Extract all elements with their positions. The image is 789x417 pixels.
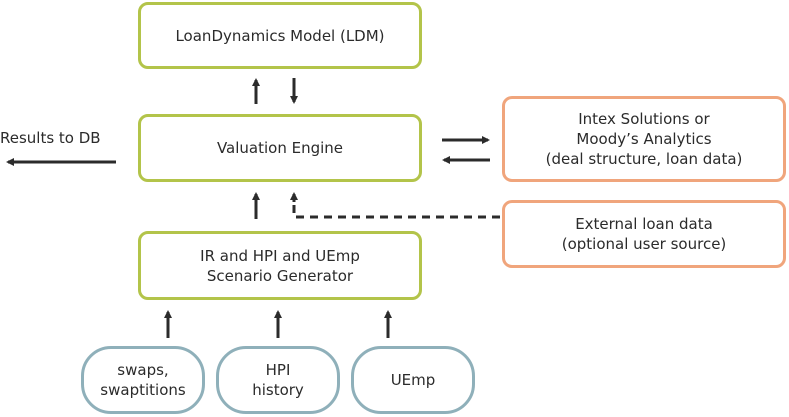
swaps-label: swaps, swaptitions: [100, 361, 186, 399]
hpi-history-node: HPI history: [216, 346, 340, 414]
results-to-db-label: Results to DB: [0, 129, 101, 147]
uemp-label: UEmp: [390, 371, 436, 389]
ldm-node: LoanDynamics Model (LDM): [138, 2, 422, 69]
external-loan-data-label: External loan data (optional user source…: [561, 215, 727, 253]
dashed-external-to-engine: [292, 200, 500, 219]
hpi-history-label: HPI history: [252, 361, 304, 399]
valuation-engine-node: Valuation Engine: [138, 114, 422, 182]
uemp-node: UEmp: [351, 346, 475, 414]
external-loan-data-node: External loan data (optional user source…: [502, 200, 786, 268]
scenario-generator-node: IR and HPI and UEmp Scenario Generator: [138, 231, 422, 300]
swaps-node: swaps, swaptitions: [81, 346, 205, 414]
ldm-label: LoanDynamics Model (LDM): [175, 26, 385, 45]
scenario-generator-label: IR and HPI and UEmp Scenario Generator: [200, 246, 360, 285]
intex-moodys-node: Intex Solutions or Moody’s Analytics (de…: [502, 96, 786, 182]
intex-moodys-label: Intex Solutions or Moody’s Analytics (de…: [545, 110, 743, 168]
valuation-engine-label: Valuation Engine: [216, 139, 344, 157]
